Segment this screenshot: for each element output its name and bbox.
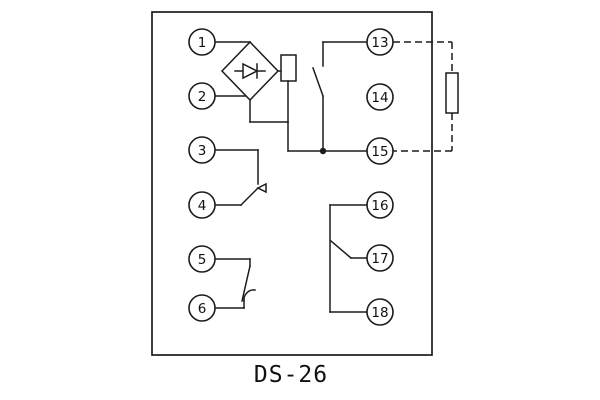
terminal-2-circle: [188, 82, 216, 110]
contact-13-15: [312, 41, 368, 155]
terminal-5-circle: [188, 245, 216, 273]
contact-3-4: [214, 149, 267, 207]
contact-16-17-18: [329, 204, 368, 313]
terminal-15-label: 15: [371, 144, 388, 160]
terminal-5-label: 5: [198, 252, 207, 268]
relay-coil-icon: [280, 54, 297, 82]
terminal-15-circle: [366, 137, 394, 165]
terminal-1-circle: [188, 28, 216, 56]
terminal-15: 15: [366, 137, 394, 165]
terminal-16: 16: [366, 191, 394, 219]
terminal-14: 14: [366, 83, 394, 111]
terminal-18: 18: [366, 298, 394, 326]
terminal-17: 17: [366, 244, 394, 272]
terminal-16-label: 16: [371, 198, 388, 214]
contact-blade-icon: [241, 265, 251, 302]
terminal-1-label: 1: [198, 35, 207, 51]
terminal-13: 13: [366, 28, 394, 56]
contact-arrow-icon: [256, 182, 267, 194]
terminal-6-circle: [188, 294, 216, 322]
terminal-6-label: 6: [198, 301, 207, 317]
relay-case-outline: [151, 11, 433, 356]
terminal-18-label: 18: [371, 305, 388, 321]
diagram-title: DS-26: [254, 362, 328, 388]
bridge-rectifier-icon: [220, 40, 280, 102]
contact-blade-icon: [329, 239, 353, 260]
terminal-16-circle: [366, 191, 394, 219]
terminal-13-label: 13: [371, 35, 388, 51]
terminal-4: 4: [188, 191, 216, 219]
terminal-2: 2: [188, 82, 216, 110]
terminal-18-circle: [366, 298, 394, 326]
delay-arc-icon: [243, 289, 256, 302]
resistor-icon: [445, 72, 459, 114]
terminal-14-label: 14: [371, 90, 388, 106]
terminal-1: 1: [188, 28, 216, 56]
terminal-17-circle: [366, 244, 394, 272]
terminal-5: 5: [188, 245, 216, 273]
terminal-3-label: 3: [198, 143, 207, 159]
diode-icon: [242, 62, 259, 80]
terminal-13-circle: [366, 28, 394, 56]
coil-circuit: [214, 40, 368, 152]
terminal-6: 6: [188, 294, 216, 322]
contact-5-6: [214, 258, 256, 309]
terminal-2-label: 2: [198, 89, 207, 105]
contact-blade-icon: [239, 186, 260, 207]
junction-dot: [319, 147, 327, 155]
contact-blade-icon: [312, 67, 324, 97]
terminal-3-circle: [188, 136, 216, 164]
terminal-4-label: 4: [198, 198, 207, 214]
terminal-4-circle: [188, 191, 216, 219]
terminal-17-label: 17: [371, 251, 388, 267]
terminal-3: 3: [188, 136, 216, 164]
terminal-14-circle: [366, 83, 394, 111]
external-resistor-branch: [393, 41, 459, 152]
